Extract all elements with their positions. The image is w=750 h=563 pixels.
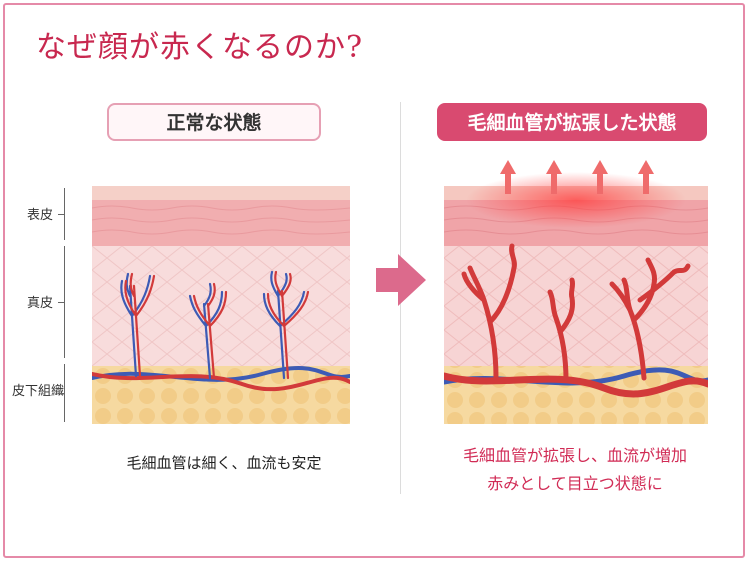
transition-arrow-icon <box>376 254 426 306</box>
dilated-caption-line-1: 毛細血管が拡張し、血流が増加 <box>462 446 687 465</box>
stratum-corneum <box>92 186 350 200</box>
normal-state-caption: 毛細血管は細く、血流も安定 <box>126 454 322 472</box>
fat-layer <box>444 366 708 424</box>
dilated-state-caption: 毛細血管が拡張し、血流が増加 赤みとして目立つ状態に <box>420 442 730 498</box>
redness-glow <box>466 172 686 228</box>
epidermis-layer <box>92 200 350 246</box>
normal-skin-illustration <box>92 186 350 424</box>
vein-branch <box>262 270 306 380</box>
vein-branch <box>120 272 152 378</box>
subcutaneous-bracket <box>58 364 71 422</box>
epidermis-label: 表皮 <box>27 208 54 223</box>
artery-branch <box>609 257 691 381</box>
artery-branch <box>266 270 310 380</box>
artery-branch <box>124 272 156 378</box>
artery-branch <box>192 282 228 380</box>
vein-branch <box>188 282 224 380</box>
artery-horizontal <box>92 372 350 392</box>
dilated-state-label: 毛細血管が拡張した状態 <box>437 103 707 141</box>
heat-arrows-icon <box>500 160 654 194</box>
dermis-bracket <box>58 246 71 358</box>
artery-branch <box>461 243 517 381</box>
page-title: なぜ顔が赤くなるのか? <box>36 30 364 65</box>
normal-state-label: 正常な状態 <box>107 103 321 141</box>
artery-branch <box>547 277 576 383</box>
dilated-skin-illustration <box>444 160 708 424</box>
artery-horizontal <box>444 372 708 398</box>
dermis-label: 真皮 <box>27 296 54 311</box>
dilated-caption-line-2: 赤みとして目立つ状態に <box>487 474 663 493</box>
subcutaneous-label: 皮下組織 <box>12 384 65 399</box>
epidermis-bracket <box>58 188 71 240</box>
outer-frame <box>3 3 745 558</box>
